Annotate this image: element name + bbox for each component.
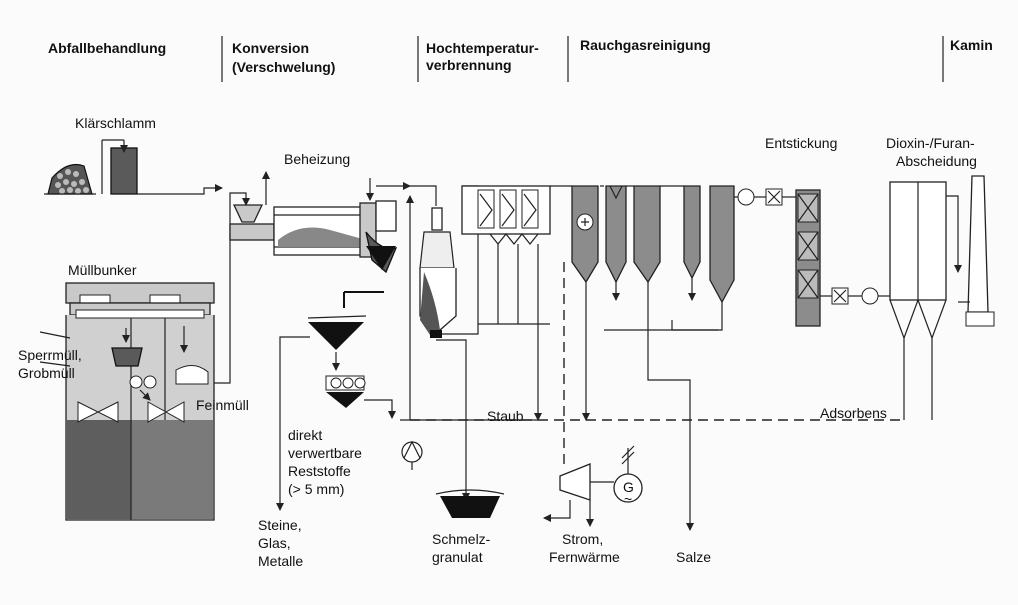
label-steine: Steine, <box>258 517 302 533</box>
dioxin-abscheidung <box>889 181 962 420</box>
muellbunker <box>39 192 250 521</box>
label-granulat: granulat <box>432 549 483 565</box>
klaerschlamm-feed <box>44 139 223 195</box>
label-sperrmuell: Sperrmüll, <box>18 347 82 363</box>
label-metalle: Metalle <box>258 553 303 569</box>
label-reststoffe: Reststoffe <box>288 463 351 479</box>
abhitzekessel <box>461 185 572 421</box>
label-klaerschlamm: Klärschlamm <box>75 115 156 131</box>
label-staub: Staub <box>487 408 524 424</box>
label-verwertbare: verwertbare <box>288 445 362 461</box>
label-feinmuell: Feinmüll <box>196 397 249 413</box>
label-muellbunker: Müllbunker <box>68 262 137 278</box>
header-verbrennung: verbrennung <box>426 57 512 73</box>
label-adsorbens: Adsorbens <box>820 405 887 421</box>
rauchgas-waescher <box>571 185 735 531</box>
generator-symbol: G <box>623 479 634 495</box>
generator-tilde: ~ <box>624 491 632 507</box>
schwelanlage <box>229 171 437 274</box>
label-schmelz: Schmelz- <box>432 531 491 547</box>
sortierung <box>276 291 396 511</box>
header-rauchgasreinigung: Rauchgasreinigung <box>580 37 711 53</box>
label-dioxin: Dioxin-/Furan- <box>886 135 975 151</box>
header-abfallbehandlung: Abfallbehandlung <box>48 40 166 56</box>
label-entstickung: Entstickung <box>765 135 837 151</box>
label-groesse: (> 5 mm) <box>288 481 344 497</box>
pumpe <box>401 440 423 470</box>
kamin-stack <box>958 175 995 327</box>
label-strom: Strom, <box>562 531 603 547</box>
turbine-generator <box>543 262 643 527</box>
header-kamin: Kamin <box>950 37 993 53</box>
entstickung <box>734 188 890 327</box>
label-fernwaerme: Fernwärme <box>549 549 620 565</box>
header-verschwelung: (Verschwelung) <box>232 59 335 75</box>
label-abscheidung: Abscheidung <box>896 153 977 169</box>
header-hochtemperatur: Hochtemperatur- <box>426 40 539 56</box>
label-direkt: direkt <box>288 427 322 443</box>
label-beheizung: Beheizung <box>284 151 350 167</box>
label-grobmuell: Grobmüll <box>18 365 75 381</box>
header-konversion: Konversion <box>232 40 309 56</box>
label-salze: Salze <box>676 549 711 565</box>
label-glas: Glas, <box>258 535 291 551</box>
